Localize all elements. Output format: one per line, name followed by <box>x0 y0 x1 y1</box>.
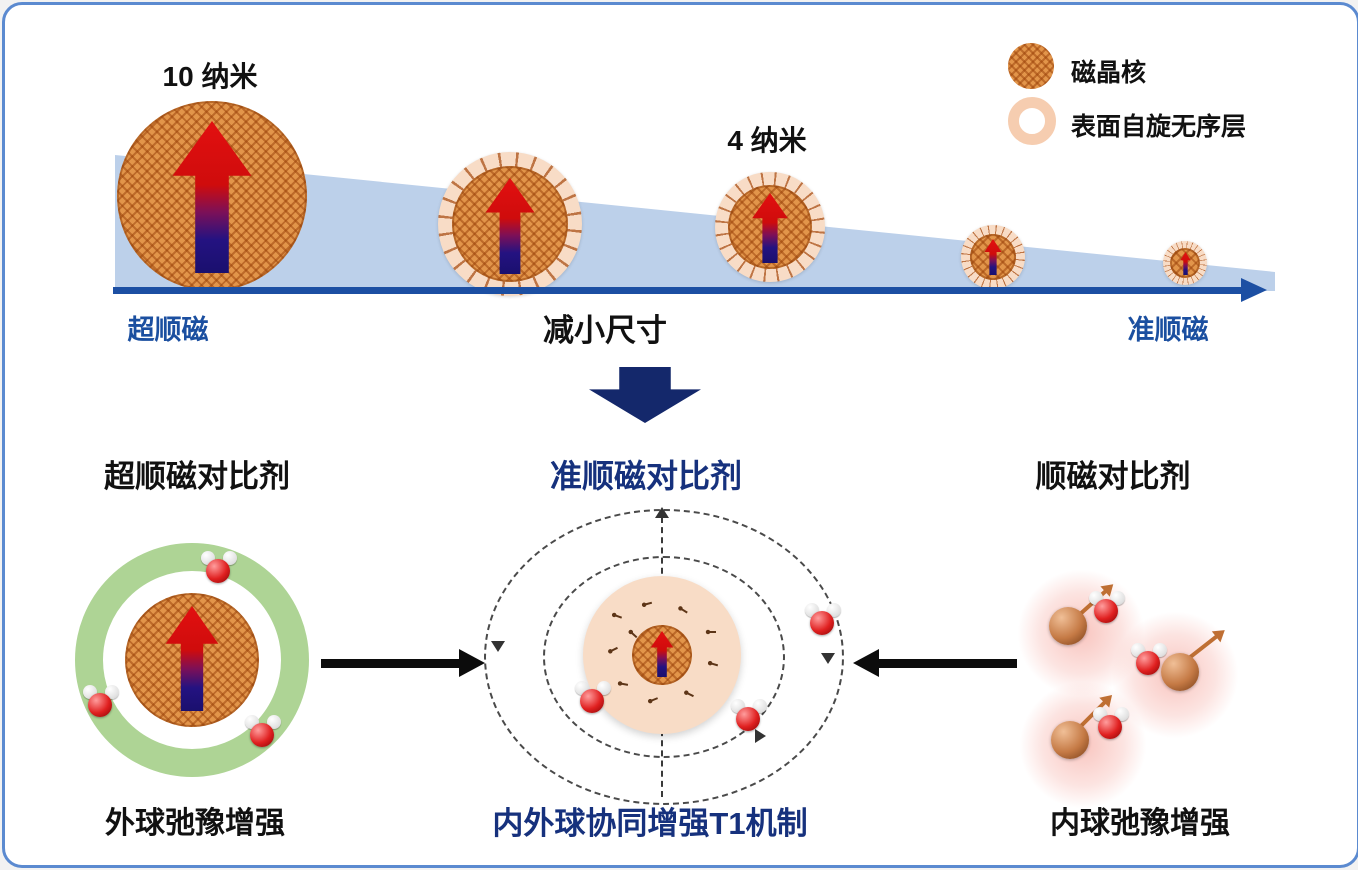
legend-core-icon <box>1008 43 1054 89</box>
magnetization-arrow <box>650 631 674 677</box>
hydrogen-atom <box>267 715 281 729</box>
oxygen-atom <box>250 723 274 747</box>
legend-core-label: 磁晶核 <box>1071 59 1147 87</box>
hydrogen-atom <box>223 551 237 565</box>
center-magnetic-core <box>632 625 692 685</box>
transition-down-arrow <box>589 367 701 423</box>
title-superparamagnetic-agent: 超顺磁对比剂 <box>104 459 290 494</box>
field-line-arrowhead <box>821 653 835 664</box>
oxygen-atom <box>1136 651 1160 675</box>
nanoparticle-4nm-shell <box>715 172 825 282</box>
title-paramagnetic-agent: 顺磁对比剂 <box>1035 459 1191 494</box>
magnetization-arrow <box>1180 252 1191 275</box>
title-quasiparamagnetic-agent: 准顺磁对比剂 <box>549 458 743 494</box>
arrow-right-to-center <box>853 649 1017 677</box>
disordered-spin <box>675 603 691 617</box>
arrow-left-to-center <box>321 649 485 677</box>
field-line-arrowhead <box>755 729 766 743</box>
nanoparticle-2-shell <box>438 152 582 296</box>
label-superparamagnetic: 超顺磁 <box>127 315 209 345</box>
hydrogen-atom <box>1111 591 1125 605</box>
size-label-4nm: 4 纳米 <box>727 125 807 156</box>
legend-shell-label: 表面自旋无序层 <box>1071 113 1247 141</box>
field-line-inner <box>543 556 785 758</box>
field-line-arrowhead <box>491 641 505 652</box>
label-reduce-size: 减小尺寸 <box>543 313 667 348</box>
oxygen-atom <box>810 611 834 635</box>
water-molecule <box>805 603 841 635</box>
water-molecule <box>1093 707 1129 739</box>
magnetization-arrow <box>752 193 788 263</box>
hydrogen-atom <box>1153 643 1167 657</box>
disordered-spin <box>681 687 697 701</box>
water-molecule <box>1089 591 1125 623</box>
water-molecule <box>245 715 281 747</box>
field-axis-arrowhead <box>655 507 669 518</box>
oxygen-atom <box>88 693 112 717</box>
oxygen-atom <box>736 707 760 731</box>
water-molecule <box>575 681 611 713</box>
oxygen-atom <box>1094 599 1118 623</box>
nanoparticle-2-core <box>452 166 568 282</box>
label-quasiparamagnetic: 准顺磁 <box>1127 315 1209 345</box>
disordered-spin <box>640 598 654 610</box>
disordered-spin <box>705 628 717 636</box>
disordered-spin <box>645 694 661 706</box>
size-axis-arrow <box>113 278 1267 302</box>
disordered-spin <box>609 610 625 622</box>
oxygen-atom <box>580 689 604 713</box>
nanoparticle-4nm-core <box>728 185 812 269</box>
nanoparticle-5-shell <box>1163 241 1207 285</box>
hydrogen-atom <box>105 685 119 699</box>
hydrogen-atom <box>827 603 841 617</box>
water-molecule <box>731 699 767 731</box>
water-molecule <box>201 551 237 583</box>
oxygen-atom <box>206 559 230 583</box>
size-label-10nm: 10 纳米 <box>162 61 258 92</box>
paramagnetic-ion <box>1051 721 1089 759</box>
paramagnetic-ion <box>1161 653 1199 691</box>
legend-shell-icon <box>1008 97 1056 145</box>
hydrogen-atom <box>597 681 611 695</box>
magnetization-arrow <box>165 606 219 711</box>
hydrogen-atom <box>753 699 767 713</box>
hydrogen-atom <box>1115 707 1129 721</box>
water-molecule <box>83 685 119 717</box>
disordered-spin <box>616 679 630 689</box>
nanoparticle-4-shell <box>961 225 1025 289</box>
caption-synergy-t1: 内外球协同增强T1机制 <box>492 806 808 841</box>
caption-outer-sphere: 外球弛豫增强 <box>105 807 285 840</box>
disordered-spin <box>605 643 621 657</box>
left-magnetic-core <box>125 593 259 727</box>
oxygen-atom <box>1098 715 1122 739</box>
disordered-spin <box>706 658 720 670</box>
paramagnetic-ion <box>1049 607 1087 645</box>
nanoparticle-4-core <box>970 234 1016 280</box>
caption-inner-sphere: 内球弛豫增强 <box>1050 807 1230 840</box>
nanoparticle-10nm-core <box>117 101 307 291</box>
magnetization-arrow <box>984 239 1002 275</box>
water-molecule <box>1131 643 1167 675</box>
nanoparticle-5-core <box>1170 248 1200 278</box>
magnetization-arrow <box>172 121 252 273</box>
magnetization-arrow <box>485 178 535 274</box>
